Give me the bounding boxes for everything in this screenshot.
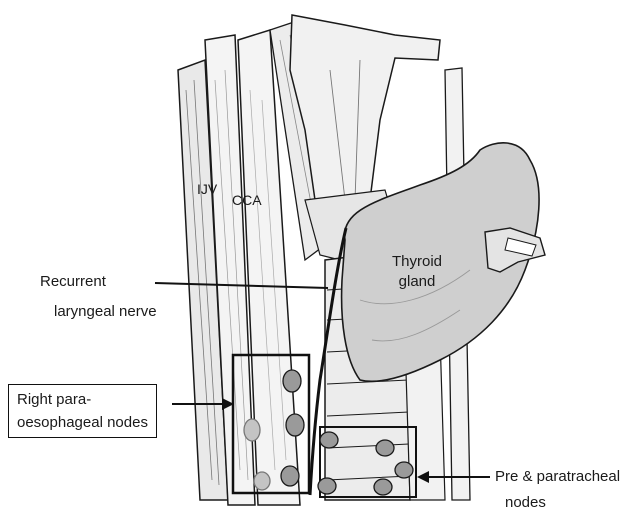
label-thyroid-line2: gland [382, 272, 452, 292]
node [320, 432, 338, 448]
node [254, 472, 270, 490]
label-right-para-line2: oesophageal nodes [17, 411, 148, 434]
label-thyroid-gland: Thyroid gland [382, 252, 452, 292]
label-right-para-line1: Right para- [17, 388, 148, 411]
node [395, 462, 413, 478]
label-recurrent-line2: laryngeal nerve [40, 302, 157, 322]
label-pre-para-line1: Pre & paratracheal [495, 467, 620, 487]
node [283, 370, 301, 392]
node [374, 479, 392, 495]
label-recurrent-laryngeal-nerve: Recurrent laryngeal nerve [40, 272, 157, 322]
node [318, 478, 336, 494]
node [286, 414, 304, 436]
label-pre-para-line2: nodes [495, 493, 620, 513]
node [376, 440, 394, 456]
label-right-paraoesophageal-nodes: Right para- oesophageal nodes [8, 384, 157, 438]
label-recurrent-line1: Recurrent [40, 272, 157, 292]
label-ijv: IJV [197, 179, 217, 199]
node [281, 466, 299, 486]
thyroid-cartilage [290, 15, 440, 215]
node [244, 419, 260, 441]
label-pre-paratracheal-nodes: Pre & paratracheal nodes [495, 467, 620, 513]
label-cca: CCA [232, 190, 262, 210]
label-thyroid-line1: Thyroid [382, 252, 452, 272]
